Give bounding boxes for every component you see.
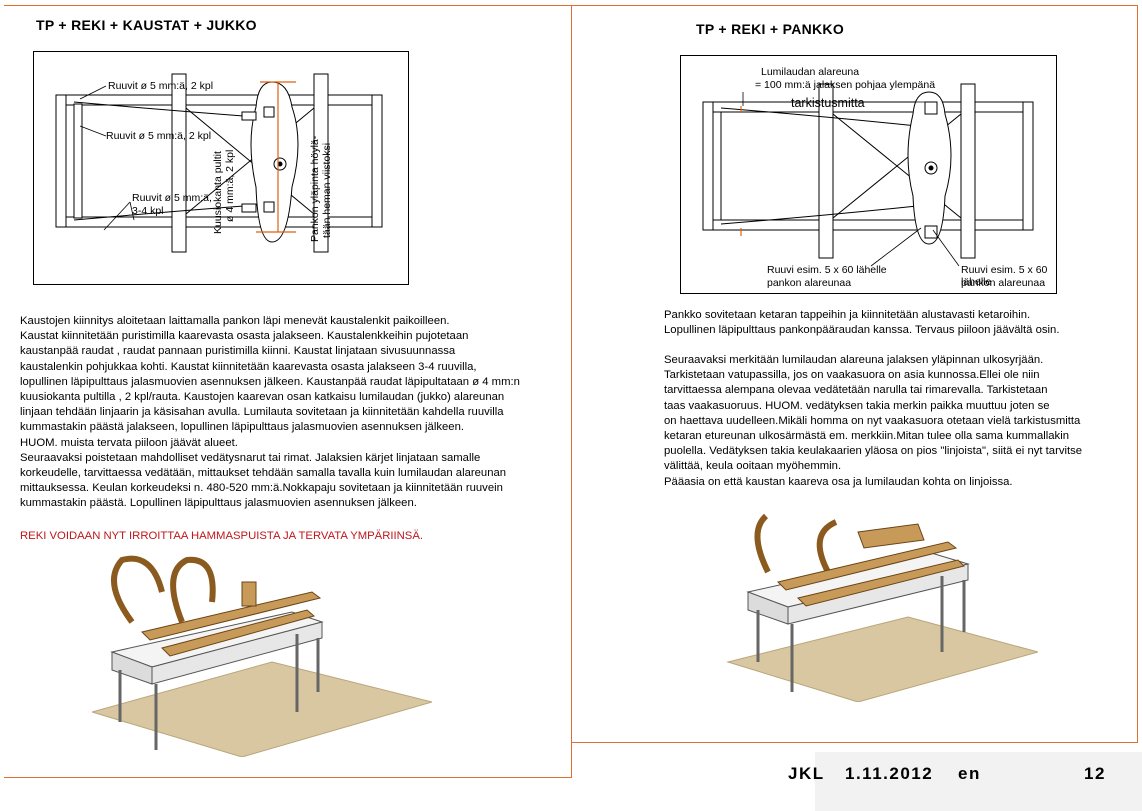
right-callout-screw-left-a: Ruuvi esim. 5 x 60 lähelle (767, 264, 887, 276)
left-callout-bolts-a: Kuusiokanta pultit (212, 151, 224, 234)
footer-language: en (958, 764, 981, 783)
sled-top-view-right (702, 83, 1034, 267)
left-note: REKI VOIDAAN NYT IRROITTAA HAMMASPUISTA … (20, 530, 424, 542)
footer-bar (815, 752, 1142, 811)
left-callout-screws-2: Ruuvit ø 5 mm:ä, 2 kpl (106, 130, 212, 142)
left-3d-sled-illustration (92, 555, 432, 757)
left-top-view-drawing: Ruuvit ø 5 mm:ä, 2 kpl Ruuvit ø 5 mm:ä, … (33, 51, 409, 285)
right-callout-screw-left-b: pankon alareunaa (767, 277, 852, 289)
right-callout-snowboard-a: Lumilaudan alareuna (761, 66, 860, 78)
right-callout-screw-right-a: Ruuvi esim. 5 x 60 lähelle (961, 264, 1048, 288)
left-callout-screws-1: Ruuvit ø 5 mm:ä, 2 kpl (108, 80, 214, 92)
left-heading: TP + REKI + KAUSTAT + JUKKO (36, 17, 257, 33)
right-callout-screw-right-b: pankon alareunaa (961, 277, 1046, 289)
right-heading: TP + REKI + PANKKO (696, 21, 845, 37)
left-callout-bolts-b: ø 4 mm:ä, 2 kpl (224, 149, 236, 222)
right-callout-snowboard-b: = 100 mm:ä jalaksen pohjaa ylempänä (755, 79, 936, 91)
footer-page-number: 12 (1084, 764, 1106, 783)
right-body-text-2: Seuraavaksi merkitään lumilaudan alareun… (664, 354, 1083, 488)
left-body-text: Kaustojen kiinnitys aloitetaan laittamal… (20, 315, 520, 510)
left-page-panel (4, 5, 572, 778)
right-body-text-1: Pankko sovitetaan ketaran tappeihin ja k… (664, 309, 1060, 337)
footer-date: 1.11.2012 (845, 764, 934, 783)
right-3d-sled-illustration (726, 513, 1038, 702)
right-page-panel (571, 5, 1138, 743)
footer-author: JKL (788, 764, 825, 783)
sled-top-view-left (55, 73, 383, 253)
right-top-view-drawing: Lumilaudan alareuna = 100 mm:ä jalaksen … (680, 55, 1057, 294)
left-callout-screws-3b: 3-4 kpl (132, 205, 164, 217)
right-callout-check-measure: tarkistusmitta (791, 96, 865, 110)
left-callout-pankko-a: Pankon yläpinta höylä- (309, 135, 321, 242)
left-callout-pankko-b: tään heman viistoksi (321, 142, 333, 238)
left-callout-screws-3a: Ruuvit ø 5 mm:ä, (132, 192, 212, 204)
